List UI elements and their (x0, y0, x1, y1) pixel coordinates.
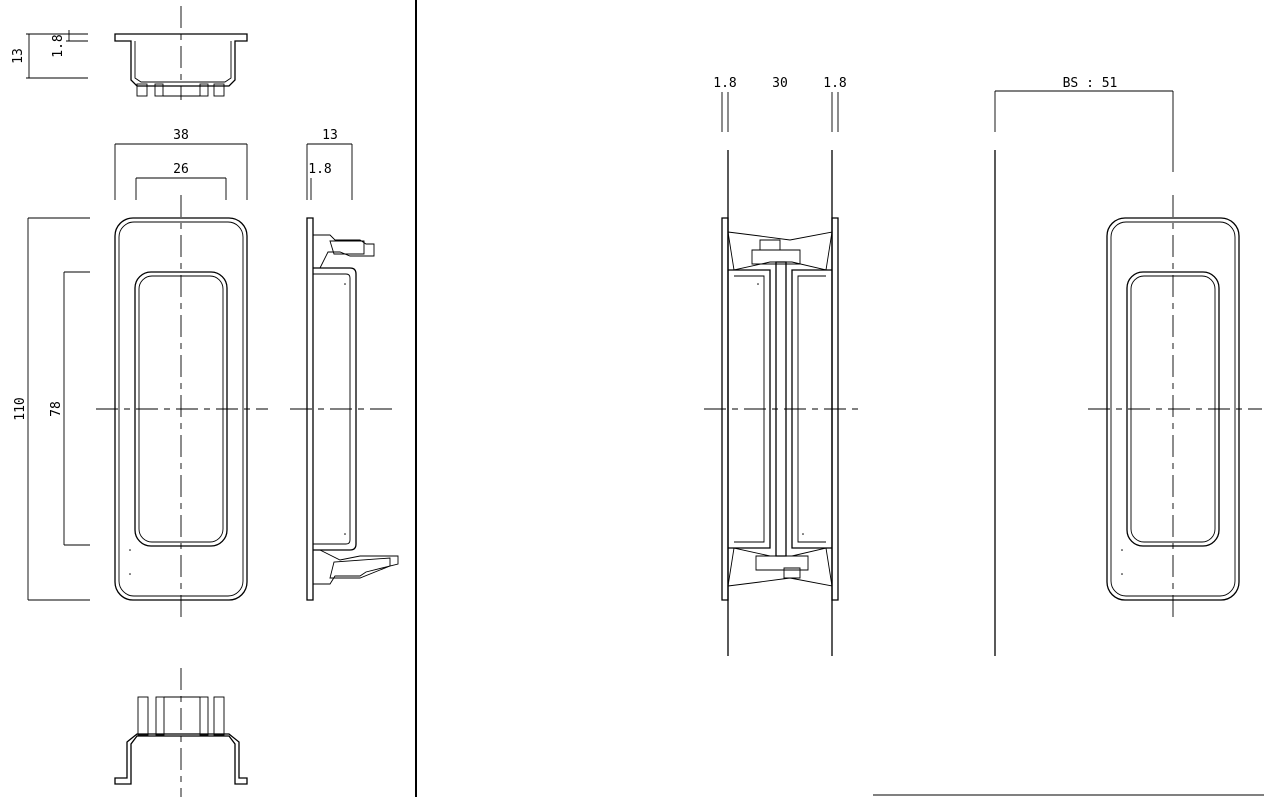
dim-outer-width: 38 (173, 128, 189, 143)
dim-side-wall: 1.8 (308, 162, 331, 177)
dim-backset: BS : 51 (1063, 76, 1118, 91)
bottom-view (114, 668, 248, 797)
dim-inner-width: 26 (173, 162, 189, 177)
dim-inner-height: 78 (49, 401, 64, 417)
side-view (290, 143, 399, 601)
top-view (26, 6, 248, 100)
backset-front-view (994, 90, 1262, 656)
dim-side-depth: 13 (322, 128, 338, 143)
dim-overall-height: 110 (13, 397, 28, 420)
front-view (27, 143, 268, 618)
door-section-view (704, 92, 858, 656)
dim-door-face-right: 1.8 (823, 76, 846, 91)
dim-top-height: 13 (11, 48, 26, 64)
dim-door-face-left: 1.8 (713, 76, 736, 91)
dim-door-thickness: 30 (772, 76, 788, 91)
dim-top-wall: 1.8 (51, 34, 66, 57)
